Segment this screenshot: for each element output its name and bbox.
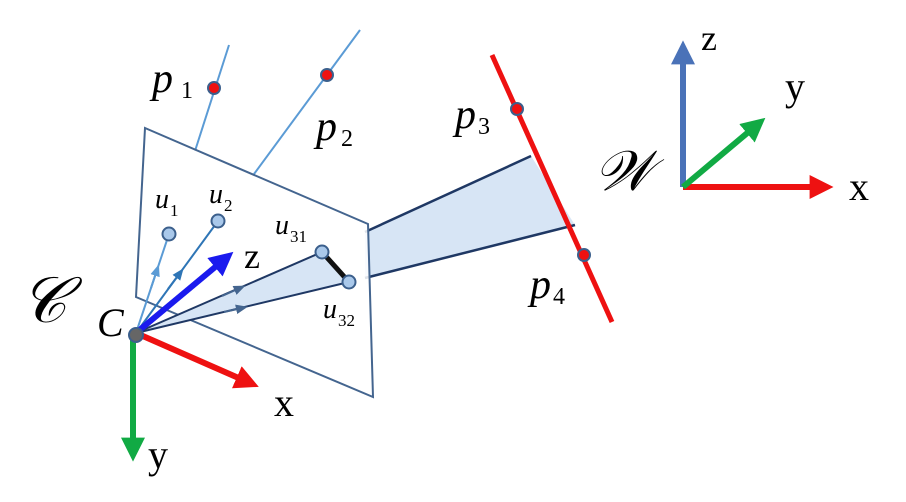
world-point-p1 — [207, 81, 221, 95]
world-frame-label: 𝒲 — [594, 141, 665, 203]
image-point-u1 — [161, 226, 177, 242]
projection-wedge — [365, 156, 575, 278]
ray-u2-arrow — [167, 268, 184, 290]
camera-x-label: x — [274, 380, 294, 425]
image-point-u31 — [314, 244, 330, 260]
label-u2: u2 — [209, 179, 233, 215]
world-y-axis — [681, 117, 766, 190]
camera-center-point — [128, 327, 144, 343]
world-z-label: z — [701, 18, 717, 58]
world-line — [489, 53, 615, 324]
world-point-p3 — [510, 102, 524, 116]
ray-p1-outer — [194, 44, 230, 152]
camera-x-axis — [134, 330, 259, 389]
ray-u31-arrow — [221, 285, 246, 297]
world-y-label: y — [785, 64, 805, 109]
world-x-label: x — [849, 164, 869, 209]
camera-z-axis — [134, 251, 234, 336]
label-p4: p4 — [527, 262, 565, 310]
camera-z-label: z — [244, 236, 260, 276]
camera-frame-label: 𝒞 — [20, 265, 83, 336]
world-point-p4 — [577, 248, 591, 262]
image-point-u2 — [210, 213, 226, 229]
ray-u1-arrow — [150, 264, 160, 289]
ray-u32-arrow — [223, 304, 248, 314]
wedge-edge-upper — [364, 154, 532, 234]
label-p3: p3 — [452, 92, 490, 140]
image-point-u32 — [341, 274, 357, 290]
world-point-p2 — [320, 68, 334, 82]
label-u1: u1 — [155, 184, 179, 220]
label-u31: u31 — [275, 210, 307, 246]
wedge-edge-lower — [364, 223, 576, 280]
ray-p2-outer — [253, 29, 361, 175]
image-plane — [134, 126, 375, 399]
camera-y-label: y — [148, 432, 168, 477]
camera-center-label: C — [97, 300, 125, 345]
label-u32: u32 — [323, 294, 355, 330]
